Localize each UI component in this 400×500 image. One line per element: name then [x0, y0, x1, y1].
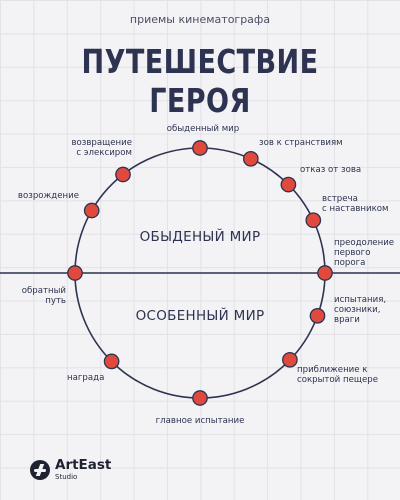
stage-label-ordeal: главное испытание: [156, 416, 245, 426]
logo-icon: [30, 459, 50, 480]
stage-label-tests-allies-enemies: испытания,союзники,враги: [334, 295, 386, 325]
subtitle: приемы кинематографа: [129, 13, 271, 26]
stage-dot-road-back: [67, 265, 83, 281]
special-world-label: ОСОБЕННЫЙ МИР: [136, 306, 265, 324]
ordinary-world-label: ОБЫДЕНЫЙ МИР: [140, 227, 261, 245]
stage-dot-call-to-adventure: [242, 150, 259, 167]
stage-dot-tests-allies-enemies: [309, 307, 326, 324]
stage-dot-crossing-threshold: [317, 265, 333, 281]
stage-label-call-to-adventure: зов к странствиям: [259, 138, 343, 148]
stage-dot-refusal: [280, 176, 297, 193]
page-title: ПУТЕШЕСТВИЕ ГЕРОЯ: [81, 42, 319, 120]
logo: ArtEast Studio: [30, 457, 112, 481]
stage-label-reward: награда: [67, 373, 104, 383]
stage-dot-return-elixir: [115, 166, 131, 183]
stage-dot-approach-cave: [282, 351, 298, 368]
logo-name: ArtEast: [55, 457, 112, 473]
stage-dot-meeting-mentor: [305, 212, 322, 229]
stage-label-ordinary-world: обыденный мир: [167, 124, 239, 134]
logo-sub: Studio: [55, 472, 78, 481]
stage-layer: обыденный мир зов к странствиям отказ от з…: [18, 124, 394, 426]
stage-dot-ordinary-world: [192, 140, 208, 156]
stage-dot-reward: [103, 353, 120, 370]
stage-dot-ordeal: [192, 390, 208, 406]
stage-label-resurrection: возрождение: [18, 191, 79, 201]
stage-dot-resurrection: [83, 202, 100, 219]
stage-label-refusal: отказ от зова: [300, 165, 361, 175]
